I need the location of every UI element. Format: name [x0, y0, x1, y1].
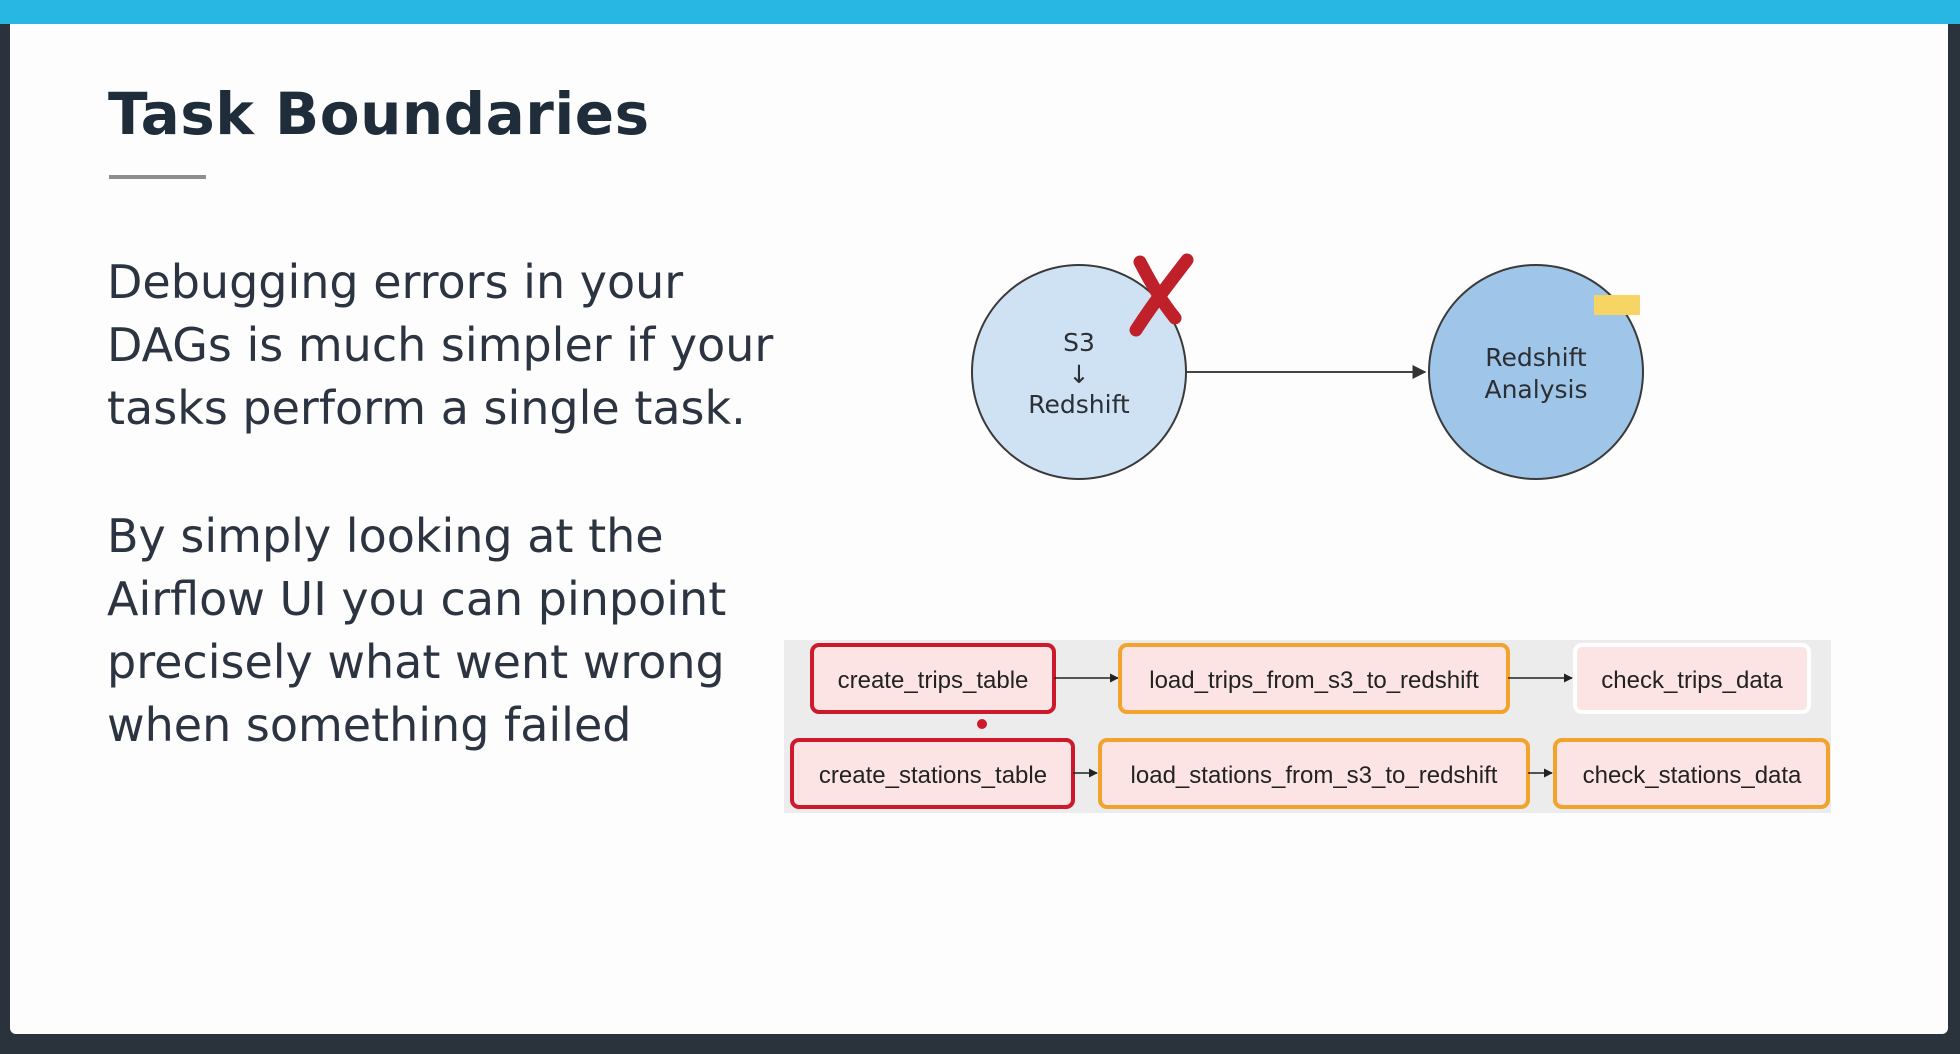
node-redshift-label: Redshift [1028, 390, 1130, 419]
top-accent-bar [0, 0, 1960, 24]
cursor-dot [977, 719, 987, 729]
task-check-stations-data-label: check_stations_data [1583, 762, 1802, 789]
task-check-stations-data[interactable] [1553, 738, 1830, 809]
task-check-trips-data-label: check_trips_data [1601, 667, 1783, 694]
node-analysis-line1: Redshift [1485, 343, 1587, 372]
failed-x-mark-icon [1129, 253, 1194, 337]
slide-title: Task Boundaries [108, 80, 650, 148]
node-redshift-analysis: Redshift Analysis [1428, 264, 1644, 480]
task-load-stations-label: load_stations_from_s3_to_redshift [1131, 762, 1498, 789]
node-analysis-line2: Analysis [1484, 375, 1587, 404]
task-load-trips-label: load_trips_from_s3_to_redshift [1149, 667, 1479, 694]
task-create-trips-table-label: create_trips_table [838, 667, 1029, 694]
airflow-graph-view: create_trips_table load_trips_from_s3_to… [784, 640, 1831, 813]
task-check-trips-data[interactable] [1573, 643, 1811, 714]
task-create-stations-table-label: create_stations_table [819, 762, 1047, 789]
node-down-arrow: ↓ [1069, 360, 1090, 389]
slide: Task Boundaries Debugging errors in your… [10, 24, 1948, 1034]
paragraph-debugging: Debugging errors in your DAGs is much si… [107, 255, 774, 435]
node-s3-label: S3 [1063, 328, 1095, 357]
node-s3-redshift: S3 ↓ Redshift [971, 264, 1187, 480]
paragraph-airflow-ui: By simply looking at the Airflow UI you … [107, 509, 727, 752]
conceptual-dag: S3 ↓ Redshift Redshift Analysis [971, 253, 1644, 480]
sticky-note-icon [1594, 295, 1640, 315]
title-underline [109, 175, 206, 179]
